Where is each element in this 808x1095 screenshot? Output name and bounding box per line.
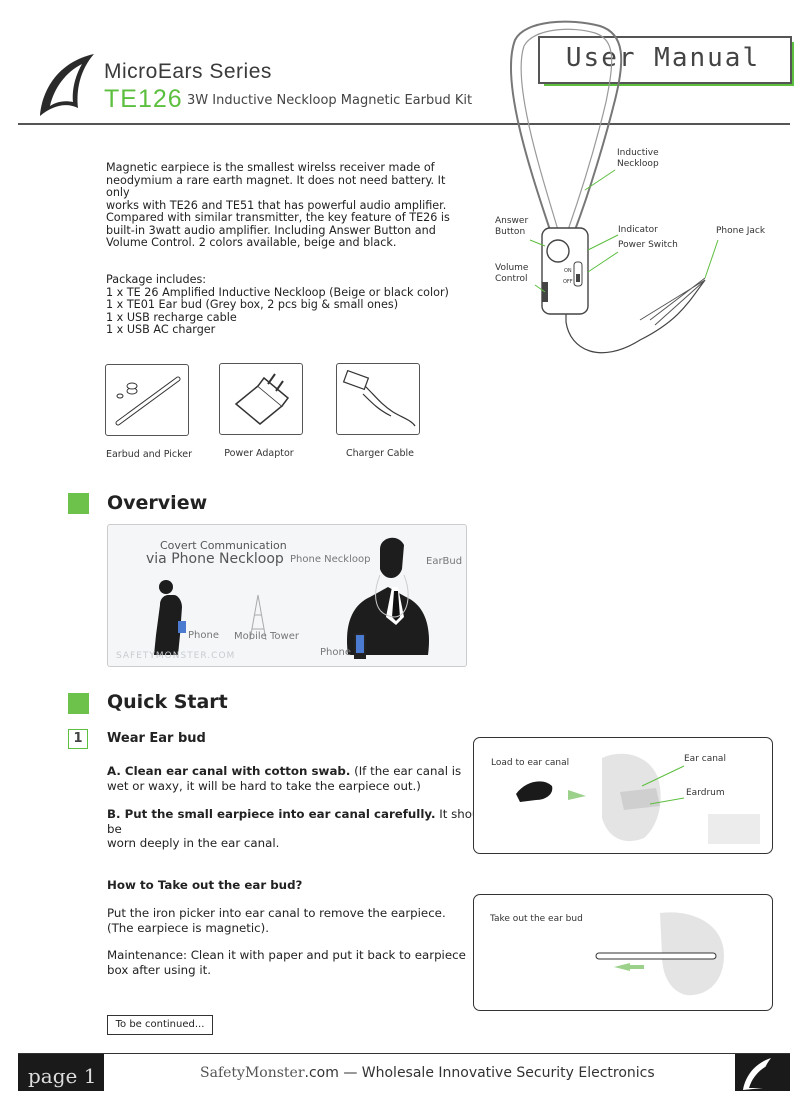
take-out-label: Take out the ear bud bbox=[490, 914, 583, 924]
manual-title-box bbox=[538, 36, 792, 84]
header-divider bbox=[18, 123, 790, 125]
neckloop-diagram bbox=[509, 20, 719, 354]
step-b-text: B. Put the small earpiece into ear canal… bbox=[107, 807, 491, 850]
how-to-text: Put the iron picker into ear canal to re… bbox=[107, 906, 446, 935]
charger-cable-icon bbox=[342, 369, 416, 427]
intro-paragraph-2: Compared with similar transmitter, the k… bbox=[106, 211, 450, 250]
eardrum-label: Eardrum bbox=[686, 788, 725, 798]
model-name: TE126 bbox=[104, 85, 183, 113]
step-number: 1 bbox=[68, 729, 88, 749]
ear-canal-label: Ear canal bbox=[684, 754, 726, 764]
footer-page-block bbox=[18, 1054, 104, 1091]
earbud-picker-icon bbox=[115, 376, 181, 426]
label-phone-jack: Phone Jack bbox=[716, 226, 766, 236]
quickstart-section-marker bbox=[68, 693, 89, 714]
power-adaptor-image bbox=[219, 363, 303, 435]
footer-brand: SafetyMonster bbox=[200, 1065, 305, 1081]
charger-cable-image bbox=[336, 363, 420, 435]
manual-title: User Manual bbox=[565, 43, 761, 73]
label-power-switch: Power Switch bbox=[618, 240, 678, 250]
series-name: MicroEars Series bbox=[104, 60, 272, 83]
footer-tagline: SafetyMonster.com — Wholesale Innovative… bbox=[200, 1065, 655, 1081]
step-a-text: A. Clean ear canal with cotton swab. (If… bbox=[107, 764, 462, 793]
maintenance-text: Maintenance: Clean it with paper and put… bbox=[107, 948, 466, 977]
charger-cable-label: Charger Cable bbox=[346, 448, 414, 459]
overview-phone2-label: Phone bbox=[320, 647, 351, 658]
overview-tower-label: Mobile Tower bbox=[234, 631, 299, 642]
power-adaptor-icon bbox=[234, 373, 290, 425]
overview-caption-1: Covert Communication bbox=[160, 539, 287, 552]
load-ear-canal-image: Load to ear canal Ear canal Eardrum bbox=[473, 737, 773, 854]
load-ear-canal-label: Load to ear canal bbox=[491, 758, 570, 768]
how-to-title: How to Take out the ear bud? bbox=[107, 878, 303, 892]
page-number: page 1 bbox=[28, 1064, 97, 1088]
footer-divider bbox=[18, 1053, 790, 1054]
intro-paragraph-1: Magnetic earpiece is the smallest wirels… bbox=[106, 161, 447, 212]
switch-on-label: ON bbox=[564, 268, 572, 274]
footer-logo-icon bbox=[743, 1058, 771, 1090]
overview-neckloop-label: Phone Neckloop bbox=[290, 554, 371, 565]
earbud-picker-label: Earbud and Picker bbox=[105, 449, 193, 460]
quickstart-title: Quick Start bbox=[107, 691, 228, 713]
overview-illustration: Covert Communication via Phone Neckloop … bbox=[107, 524, 467, 667]
footer-logo-block bbox=[735, 1054, 790, 1091]
earbud-picker-image bbox=[105, 364, 189, 436]
overview-earbud-label: EarBud bbox=[426, 556, 463, 567]
take-out-earbud-image: Take out the ear bud bbox=[473, 894, 773, 1011]
to-be-continued-box: To be continued... bbox=[107, 1015, 213, 1035]
package-list: Package includes: 1 x TE 26 Amplified In… bbox=[106, 273, 449, 337]
product-subtitle: 3W Inductive Neckloop Magnetic Earbud Ki… bbox=[187, 93, 473, 108]
overview-title: Overview bbox=[107, 492, 208, 514]
overview-caption-2: via Phone Neckloop bbox=[146, 551, 284, 567]
power-adaptor-label: Power Adaptor bbox=[224, 448, 294, 459]
switch-off-label: OFF bbox=[563, 279, 573, 285]
overview-phone-label: Phone bbox=[188, 630, 219, 641]
brand-logo bbox=[40, 54, 94, 116]
overview-art bbox=[154, 537, 430, 659]
overview-watermark: SAFETYMONSTER.COM bbox=[116, 651, 236, 661]
label-indicator: Indicator bbox=[618, 225, 658, 235]
ear-canal-illustration bbox=[516, 753, 760, 844]
overview-section-marker bbox=[68, 493, 89, 514]
take-out-illustration bbox=[595, 912, 724, 996]
step-title: Wear Ear bud bbox=[107, 731, 206, 746]
